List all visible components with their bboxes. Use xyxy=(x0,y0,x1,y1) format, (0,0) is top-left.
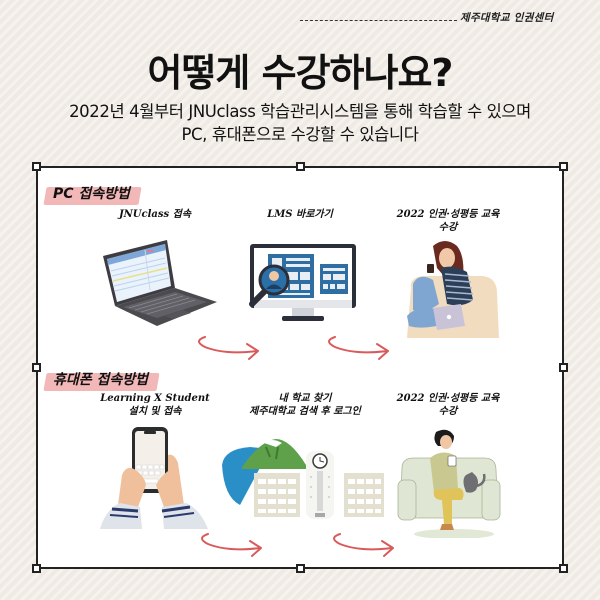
page-subtitle: 2022년 4월부터 JNUclass 학습관리시스템을 통해 학습할 수 있으… xyxy=(0,100,600,146)
section-label-pc: PC 접속방법 xyxy=(43,182,142,205)
frame-handle-middle-right[interactable] xyxy=(559,363,568,372)
frame-handle-top-right[interactable] xyxy=(559,162,568,171)
subtitle-line-2: PC, 휴대폰으로 수강할 수 있습니다 xyxy=(181,125,419,144)
arrow-right-icon xyxy=(201,533,262,557)
hands-smartphone-icon xyxy=(100,427,208,529)
step-caption-lms: LMS 바로가기 xyxy=(267,209,333,220)
subtitle-line-1: 2022년 4월부터 JNUclass 학습관리시스템을 통해 학습할 수 있으… xyxy=(69,102,531,121)
arrow-right-icon xyxy=(333,533,394,557)
frame-handle-top-left[interactable] xyxy=(32,162,41,171)
page-title: 어떻게 수강하나요? xyxy=(147,51,454,95)
monitor-profile-search-icon xyxy=(249,244,356,321)
frame-handle-bottom-center[interactable] xyxy=(296,564,305,573)
frame-handle-top-center[interactable] xyxy=(296,162,305,171)
step-caption-jnuclass: JNUclass 접속 xyxy=(118,209,192,220)
laptop-icon xyxy=(103,240,217,326)
frame-handle-middle-left[interactable] xyxy=(32,363,41,372)
man-on-sofa-with-phone-icon xyxy=(397,429,501,538)
organization-name: 제주대학교 인권센터 xyxy=(460,12,554,24)
decorative-dashed-line xyxy=(300,11,457,21)
step-caption-find-school: 내 학교 찾기 제주대학교 검색 후 로그인 xyxy=(249,393,361,417)
jeju-university-campus-icon xyxy=(222,439,384,519)
frame-handle-bottom-left[interactable] xyxy=(32,564,41,573)
arrow-right-icon xyxy=(198,336,259,360)
step-caption-learningx: Learning X Student 설치 및 접속 xyxy=(100,393,210,417)
step-caption-pc-course: 2022 인권·성평등 교육 수강 xyxy=(396,209,500,233)
frame-handle-bottom-right[interactable] xyxy=(559,564,568,573)
woman-with-laptop-icon xyxy=(407,241,499,338)
arrow-right-icon xyxy=(328,336,389,360)
step-caption-mobile-course: 2022 인권·성평등 교육 수강 xyxy=(396,393,500,417)
section-label-mobile: 휴대폰 접속방법 xyxy=(43,368,160,391)
